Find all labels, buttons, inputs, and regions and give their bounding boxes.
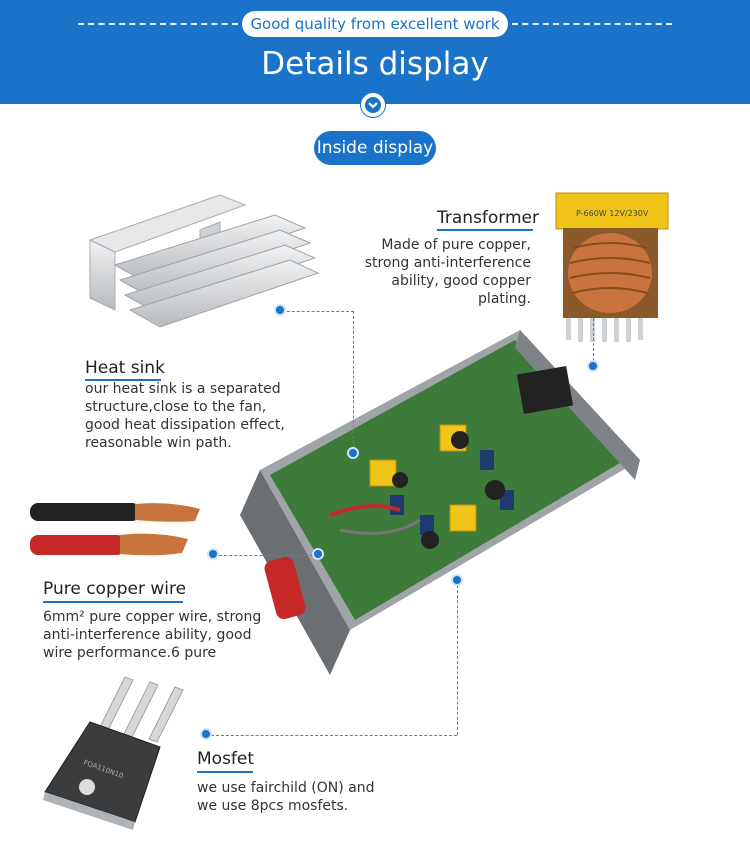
- marker-mosfet-end: [451, 574, 463, 586]
- marker-heat-sink: [274, 304, 286, 316]
- mosfet-line-1: we use fairchild (ON) and: [197, 780, 375, 796]
- mosfet-desc: we use fairchild (ON) and we use 8pcs mo…: [197, 779, 397, 815]
- marker-mosfet: [200, 728, 212, 740]
- marker-heat-sink-end: [347, 447, 359, 459]
- copper-wire-image: [30, 503, 200, 556]
- connector-transformer: [593, 318, 594, 366]
- marker-transformer: [587, 360, 599, 372]
- transformer-line-3: ability, good copper: [391, 273, 531, 289]
- heat-sink-line-3: good heat dissipation effect,: [85, 417, 285, 433]
- heat-sink-image: [88, 194, 320, 328]
- copper-wire-title: Pure copper wire: [43, 579, 187, 599]
- marker-copper-wire-end: [312, 548, 324, 560]
- transformer-line-1: Made of pure copper,: [381, 237, 531, 253]
- transformer-line-4: plating.: [478, 291, 531, 307]
- banner-divider-left: [78, 23, 238, 25]
- copper-wire-underline: [43, 601, 183, 603]
- mosfet-underline: [197, 771, 253, 773]
- tagline-pill: Good quality from excellent work: [242, 11, 508, 37]
- banner-divider-right: [512, 23, 672, 25]
- heat-sink-title: Heat sink: [85, 358, 165, 378]
- section-label: Inside display: [314, 131, 436, 165]
- transformer-desc: Made of pure copper, strong anti-interfe…: [330, 236, 531, 308]
- transformer-image: P-660W 12V/230V: [555, 192, 669, 342]
- marker-copper-wire: [207, 548, 219, 560]
- svg-text:P-660W 12V/230V: P-660W 12V/230V: [576, 209, 649, 218]
- mosfet-title: Mosfet: [197, 749, 255, 769]
- connector-heat-sink-v: [353, 311, 354, 453]
- connector-mosfet-v: [457, 580, 458, 735]
- transformer-line-2: strong anti-interference: [364, 255, 531, 271]
- mosfet-line-2: we use 8pcs mosfets.: [197, 798, 349, 814]
- heat-sink-line-4: reasonable win path.: [85, 435, 232, 451]
- copper-wire-line-3: wire performance.6 pure: [43, 645, 217, 661]
- inverter-image: [240, 330, 640, 675]
- copper-wire-desc: 6mm² pure copper wire, strong anti-inter…: [43, 608, 273, 662]
- page-title: Details display: [261, 46, 489, 82]
- transformer-title: Transformer: [437, 208, 540, 228]
- copper-wire-line-2: anti-interference ability, good: [43, 627, 252, 643]
- heat-sink-desc: our heat sink is a separated structure,c…: [85, 380, 315, 452]
- heat-sink-underline: [85, 379, 161, 381]
- connector-mosfet-h: [206, 735, 457, 736]
- chevron-down-icon: [360, 92, 386, 118]
- connector-heat-sink: [282, 311, 354, 312]
- connector-copper-wire: [214, 555, 318, 556]
- mosfet-image: FQA110N10: [43, 676, 184, 830]
- heat-sink-line-1: our heat sink is a separated: [85, 381, 281, 397]
- heat-sink-line-2: structure,close to the fan,: [85, 399, 267, 415]
- transformer-underline: [437, 229, 533, 231]
- copper-wire-line-1: 6mm² pure copper wire, strong: [43, 609, 262, 625]
